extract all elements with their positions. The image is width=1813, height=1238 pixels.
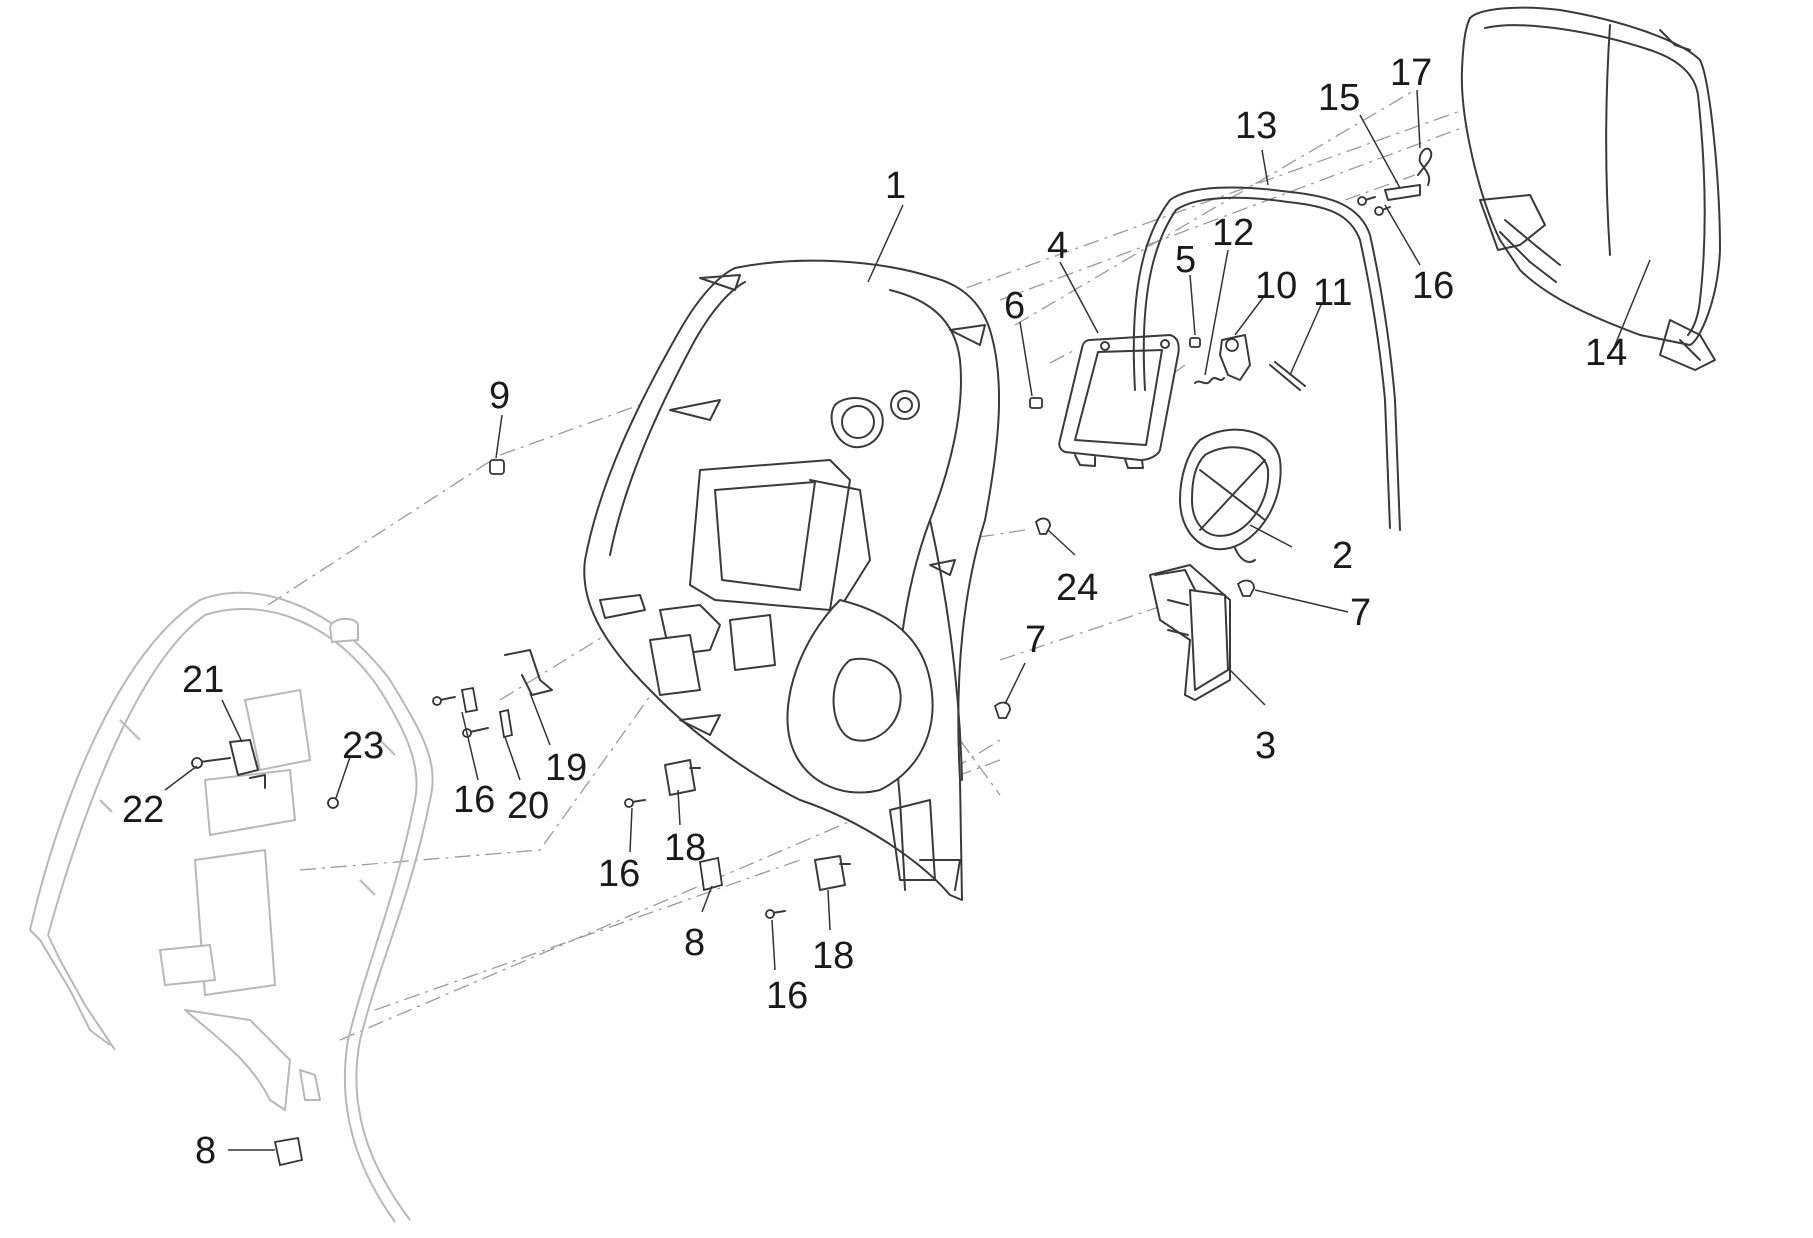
callout-8b: 8 <box>195 1130 216 1172</box>
callout-18b: 18 <box>812 935 854 977</box>
callout-17: 17 <box>1390 52 1432 94</box>
callout-15: 15 <box>1318 77 1360 119</box>
callout-21: 21 <box>182 659 224 701</box>
callout-14: 14 <box>1585 332 1627 374</box>
leader-lines <box>164 89 1651 1151</box>
callout-16a: 16 <box>1412 265 1454 307</box>
callout-4: 4 <box>1047 225 1068 267</box>
round-cover-part <box>1179 428 1282 563</box>
ghost-frame-assembly <box>29 591 434 1223</box>
callout-8a: 8 <box>684 922 705 964</box>
leg-shield-panel <box>583 259 1001 901</box>
callout-16c: 16 <box>598 853 640 895</box>
callout-7a: 7 <box>1350 592 1371 634</box>
callout-23: 23 <box>342 725 384 767</box>
callout-10: 10 <box>1255 265 1297 307</box>
callout-7b: 7 <box>1025 619 1046 661</box>
flap-panel <box>1058 334 1180 469</box>
callout-labels: 1 2 3 4 5 6 7 7 8 8 9 10 11 12 13 14 15 … <box>122 52 1627 1172</box>
callout-22: 22 <box>122 789 164 831</box>
callout-5: 5 <box>1175 239 1196 281</box>
callout-3: 3 <box>1255 725 1276 767</box>
rear-shell <box>1460 6 1721 371</box>
callout-12: 12 <box>1212 212 1254 254</box>
callout-16d: 16 <box>766 975 808 1017</box>
callout-13: 13 <box>1235 105 1277 147</box>
small-hardware <box>191 147 1433 1167</box>
callout-18a: 18 <box>664 827 706 869</box>
callout-19: 19 <box>545 747 587 789</box>
callout-11: 11 <box>1313 272 1352 314</box>
callout-20: 20 <box>507 785 549 827</box>
callout-9: 9 <box>489 375 510 417</box>
callout-16b: 16 <box>453 779 495 821</box>
callout-1: 1 <box>885 165 906 207</box>
callout-2: 2 <box>1332 535 1353 577</box>
seal-strip <box>1132 186 1401 531</box>
callout-6: 6 <box>1004 285 1025 327</box>
tray-part <box>1149 564 1231 701</box>
callout-24: 24 <box>1056 567 1098 609</box>
